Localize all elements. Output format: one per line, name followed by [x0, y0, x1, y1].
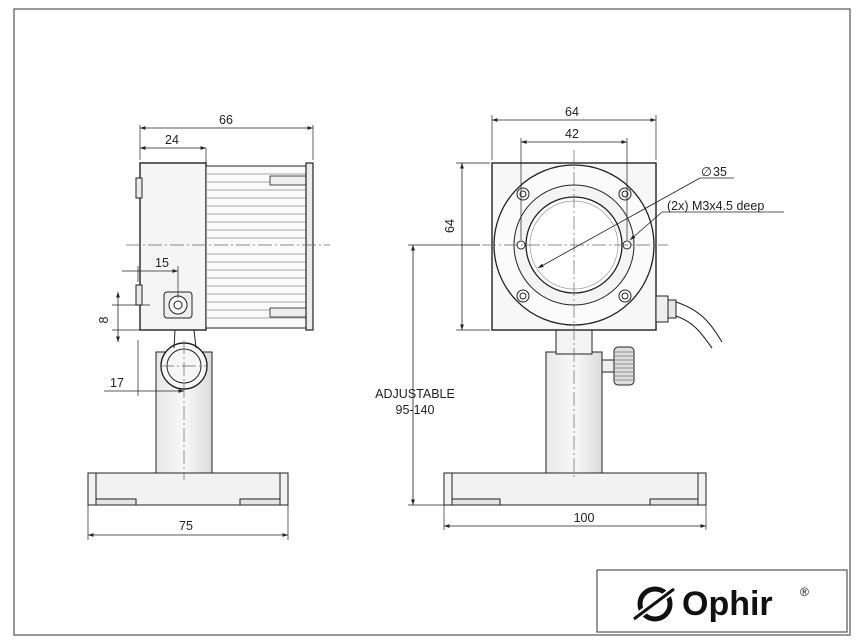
dim-side-24: 24: [165, 133, 179, 147]
dim-side-75: 75: [179, 519, 193, 533]
dim-side-8: 8: [97, 316, 111, 323]
lock-knob: [613, 346, 635, 386]
logo-box: Ophir ®: [596, 569, 848, 633]
front-view: [408, 115, 784, 530]
logo-registered-mark: ®: [800, 585, 809, 599]
dim-side-17: 17: [110, 376, 124, 390]
dim-front-64-width: 64: [565, 105, 579, 119]
heat-sink-fins: [205, 165, 307, 329]
dim-side-66: 66: [219, 113, 233, 127]
hole-note: (2x) M3x4.5 deep: [667, 199, 764, 213]
logo-name: Ophir: [682, 585, 773, 623]
side-view: [87, 125, 330, 540]
cable: [675, 301, 723, 349]
dim-front-42: 42: [565, 127, 579, 141]
adjustable-range: 95-140: [396, 403, 435, 417]
ophir-logo-icon: [629, 585, 679, 623]
drawing-frame: [13, 8, 851, 636]
adjustable-label: ADJUSTABLE: [375, 387, 455, 401]
dim-side-15: 15: [155, 256, 169, 270]
dim-front-64-height: 64: [443, 219, 457, 233]
cable-connector: [655, 295, 669, 323]
aperture-symbol: ∅: [701, 165, 712, 179]
dim-aperture-35: 35: [713, 165, 727, 179]
dim-front-100: 100: [574, 511, 595, 525]
